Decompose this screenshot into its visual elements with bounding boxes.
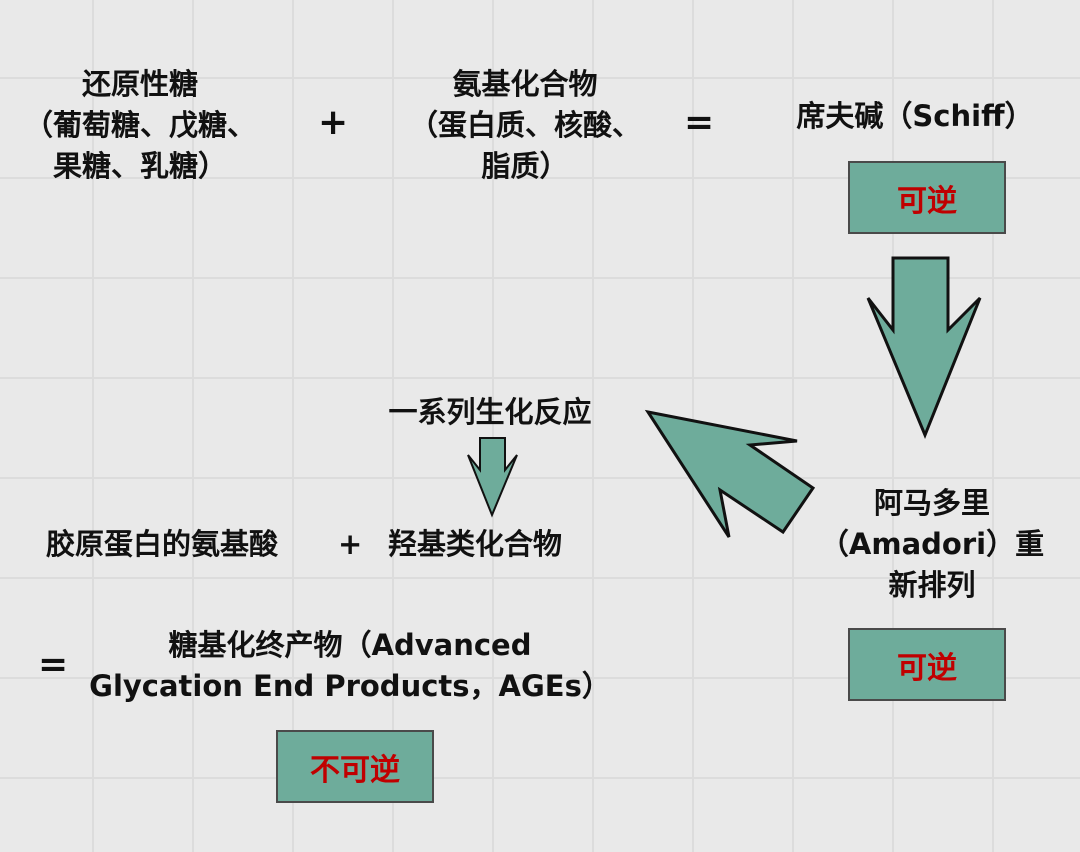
amino-compound-label: 氨基化合物（蛋白质、核酸、脂质） bbox=[408, 67, 641, 183]
collagen-amino-acid-label: 胶原蛋白的氨基酸 bbox=[46, 527, 279, 561]
amadori-reversible-badge: 可逆 bbox=[848, 628, 1006, 701]
biochemical-reactions-label: 一系列生化反应 bbox=[388, 395, 592, 429]
schiff-reversible-badge: 可逆 bbox=[848, 161, 1006, 234]
down-arrow-schiff-to-amadori bbox=[866, 256, 982, 439]
equals-sign: = bbox=[684, 102, 715, 143]
arrow-amadori-to-reactions bbox=[644, 409, 816, 538]
plus-sign: + bbox=[318, 102, 349, 143]
equals-sign-2: = bbox=[38, 644, 69, 685]
ages-irreversible-badge: 不可逆 bbox=[276, 730, 434, 803]
down-arrow-reactions-to-collagen bbox=[467, 437, 518, 518]
amadori-label: 阿马多里（Amadori）重新排列 bbox=[819, 486, 1045, 602]
hydroxyl-compound-label: 羟基类化合物 bbox=[388, 527, 563, 561]
reducing-sugar-label: 还原性糖（葡萄糖、戊糖、果糖、乳糖） bbox=[23, 67, 256, 183]
plus-sign-2: + bbox=[338, 527, 363, 561]
schiff-base-label: 席夫碱（Schiff） bbox=[796, 99, 1034, 133]
